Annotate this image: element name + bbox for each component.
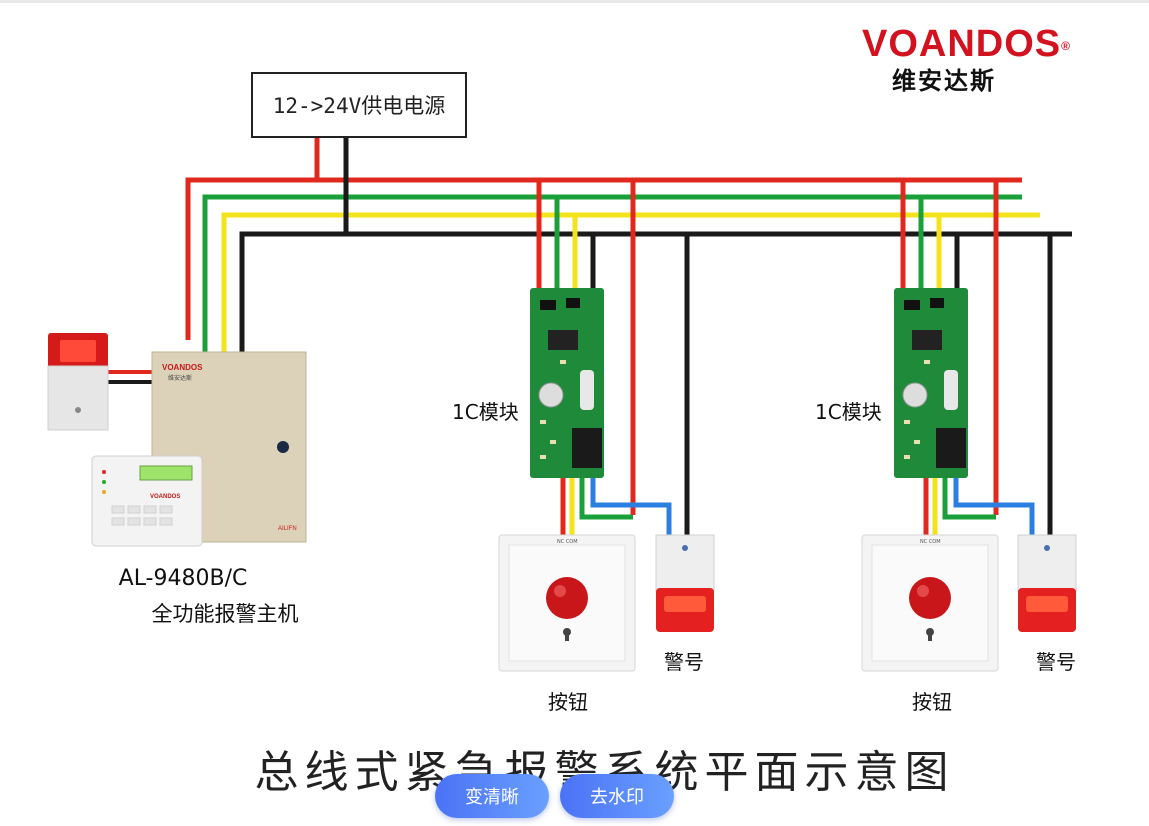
- host-name-label: 全功能报警主机: [151, 602, 299, 626]
- host-keypad: VOANDOS: [91, 455, 203, 547]
- bus-yellow-wire: [221, 212, 1040, 352]
- module2-drops: [900, 180, 1053, 536]
- remove-watermark-button[interactable]: 去水印: [560, 774, 674, 818]
- host-model-label: AL-9480B/C: [118, 566, 248, 591]
- brand-name-en: VOANDOS: [862, 23, 1062, 65]
- siren-label-2: 警号: [1036, 650, 1076, 674]
- bus-black-wire: [239, 231, 1072, 352]
- host-siren: [47, 333, 109, 431]
- module-label-2: 1C模块: [815, 400, 882, 424]
- button2-terminal: NC COM: [920, 539, 941, 545]
- button-label-1: 按钮: [548, 690, 588, 714]
- bus-red-wire: [185, 177, 1022, 340]
- brand-name-cn: 维安达斯: [892, 67, 996, 95]
- sharpen-button[interactable]: 变清晰: [435, 774, 549, 818]
- svg-text:VOANDOS: VOANDOS: [150, 494, 180, 500]
- module-board-1: [530, 288, 604, 478]
- button1-terminal: NC COM: [557, 539, 578, 545]
- top-divider: [0, 0, 1149, 3]
- siren-1: [655, 534, 715, 632]
- siren-label-1: 警号: [664, 650, 704, 674]
- siren-2: [1017, 534, 1077, 632]
- emergency-button-1: NC COM: [498, 534, 636, 672]
- module1-drops: [536, 180, 690, 536]
- button-label-2: 按钮: [912, 690, 952, 714]
- power-supply-box: 12->24V供电电源: [251, 72, 467, 138]
- panel-brand: VOANDOS: [162, 363, 203, 372]
- module-label-1: 1C模块: [452, 400, 519, 424]
- panel-footer: AILIFN: [278, 526, 297, 532]
- bus-green-wire: [202, 194, 1022, 352]
- panel-brand-cn: 维安达斯: [168, 374, 192, 382]
- module-board-2: [894, 288, 968, 478]
- emergency-button-2: NC COM: [861, 534, 999, 672]
- registered-mark: ®: [1061, 39, 1071, 53]
- brand-logo: VOANDOS® 维安达斯: [862, 22, 1092, 96]
- bus-wires: [185, 138, 1072, 352]
- power-supply-label: 12->24V供电电源: [272, 94, 446, 118]
